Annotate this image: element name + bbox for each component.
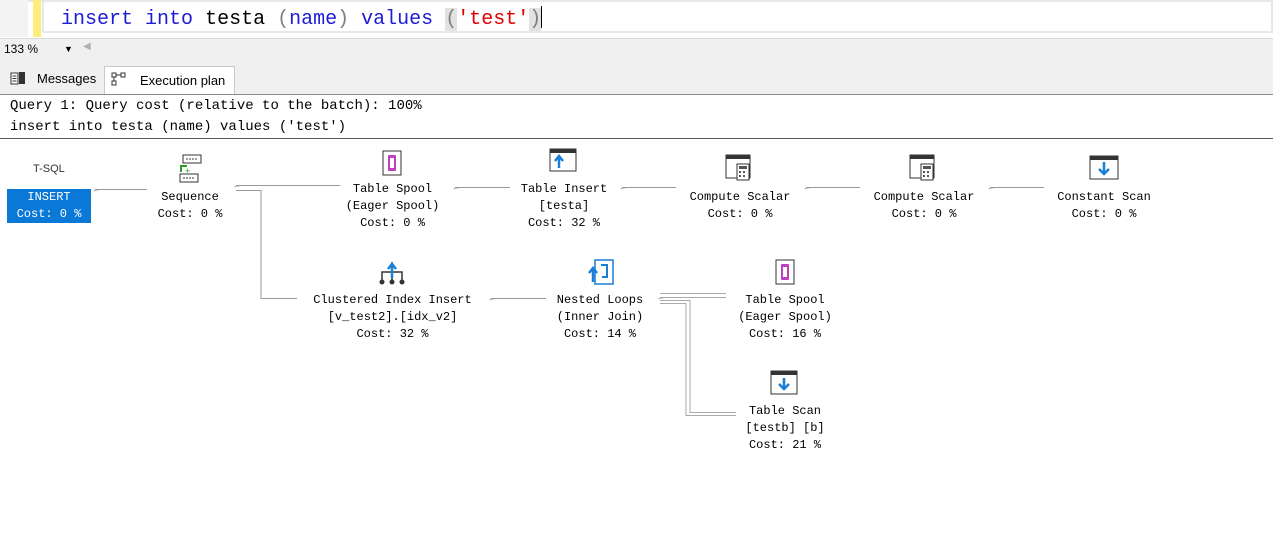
query-statement-line: insert into testa (name) values ('test') [10, 119, 347, 135]
node-cost: Cost: 14 % [563, 327, 636, 341]
nested-loops-icon [588, 259, 614, 285]
svg-text:←: ← [803, 183, 811, 192]
node-cost: Cost: 0 % [707, 207, 773, 221]
close-paren: ) [337, 8, 350, 31]
node-sublabel: (Inner Join) [556, 310, 644, 324]
node-cost: Cost: 16 % [748, 327, 821, 341]
open-paren: ( [277, 8, 290, 31]
column-name: name [289, 8, 338, 31]
plan-node-clustered-index-insert[interactable]: Clustered Index Insert [v_test2].[idx_v2… [290, 292, 495, 343]
node-cost: Cost: 0 % [157, 207, 223, 221]
svg-text:←: ← [619, 183, 627, 192]
tab-execution-plan[interactable]: Execution plan [104, 66, 235, 94]
statement-type-label: T-SQL [33, 163, 65, 175]
execution-plan-icon [111, 72, 126, 86]
keyword-into: into [145, 8, 194, 31]
svg-text:+: + [185, 166, 190, 176]
table-spool-icon [775, 259, 795, 285]
tab-messages-label: Messages [37, 71, 97, 86]
plan-node-constant-scan[interactable]: Constant Scan Cost: 0 % [1040, 189, 1168, 223]
node-sublabel: [testb] [b] [745, 421, 825, 435]
table-name: testa [205, 8, 266, 31]
table-spool-icon [382, 150, 402, 176]
execution-plan-pane[interactable]: Query 1: Query cost (relative to the bat… [0, 94, 1273, 547]
node-cost: Cost: 32 % [356, 327, 429, 341]
plan-node-table-scan[interactable]: Table Scan [testb] [b] Cost: 21 % [725, 403, 845, 454]
node-sublabel: (Eager Spool) [345, 199, 440, 213]
query-header: Query 1: Query cost (relative to the bat… [0, 95, 1273, 139]
svg-text:←: ← [452, 183, 460, 192]
results-tabs: Messages Execution plan [0, 60, 1273, 94]
node-cost: Cost: 0 % [360, 216, 425, 230]
node-cost: Cost: 32 % [527, 216, 600, 230]
text-caret [541, 6, 543, 28]
root-title: INSERT [27, 190, 71, 204]
node-label: Table Scan [748, 404, 821, 418]
change-tracking-bar [33, 0, 41, 37]
root-cost: Cost: 0 % [16, 207, 82, 221]
node-label: Sequence [161, 190, 219, 204]
node-label: Nested Loops [556, 293, 644, 307]
keyword-insert: insert [61, 8, 134, 31]
plan-node-insert-root[interactable]: INSERT Cost: 0 % [7, 189, 91, 223]
svg-text:←: ← [657, 293, 665, 302]
svg-text:←: ← [488, 294, 496, 303]
zoom-dropdown[interactable]: 133 % ▼ [2, 40, 74, 58]
svg-text:←: ← [987, 183, 995, 192]
close-paren-highlight: ) [529, 8, 542, 31]
plan-node-table-spool[interactable]: Table Spool (Eager Spool) Cost: 0 % [320, 181, 465, 232]
plan-node-sequence[interactable]: Sequence Cost: 0 % [140, 189, 240, 223]
messages-icon [10, 72, 25, 85]
sql-code-line[interactable]: insert into testa (name) values ('test') [61, 6, 543, 32]
sequence-icon: + [179, 154, 202, 183]
current-line-highlight [42, 0, 1273, 33]
node-label: Compute Scalar [873, 190, 975, 204]
scroll-left-icon[interactable]: ◀ [83, 41, 91, 52]
compute-scalar-icon [725, 154, 751, 181]
table-scan-icon [770, 370, 798, 395]
zoom-value: 133 % [4, 42, 39, 56]
plan-node-table-insert[interactable]: Table Insert [testa] Cost: 32 % [499, 181, 629, 232]
node-cost: Cost: 21 % [748, 438, 821, 452]
node-label: Table Spool [745, 293, 825, 307]
node-sublabel: [testa] [538, 199, 590, 213]
clustered-index-insert-icon [379, 261, 405, 285]
svg-text:←: ← [233, 181, 241, 190]
constant-scan-icon [1089, 155, 1119, 180]
tab-execution-plan-label: Execution plan [140, 73, 226, 88]
compute-scalar-icon [909, 154, 935, 181]
plan-node-nested-loops[interactable]: Nested Loops (Inner Join) Cost: 14 % [540, 292, 660, 343]
node-label: Constant Scan [1057, 190, 1151, 204]
node-sublabel: [v_test2].[idx_v2] [327, 310, 458, 324]
editor-gutter [0, 0, 28, 37]
node-sublabel: (Eager Spool) [738, 310, 832, 324]
svg-text:←: ← [92, 185, 100, 194]
chevron-down-icon[interactable]: ▼ [64, 44, 73, 54]
node-label: Table Insert [520, 182, 608, 196]
plan-node-compute-scalar-2[interactable]: Compute Scalar Cost: 0 % [854, 189, 994, 223]
node-cost: Cost: 0 % [891, 207, 957, 221]
open-paren-highlight: ( [445, 8, 458, 31]
tab-messages[interactable]: Messages [4, 66, 104, 91]
keyword-values: values [361, 8, 434, 31]
node-label: Clustered Index Insert [313, 293, 472, 307]
string-literal: 'test' [457, 8, 530, 31]
sql-editor[interactable]: insert into testa (name) values ('test') [0, 0, 1273, 37]
node-label: Compute Scalar [689, 190, 791, 204]
table-insert-icon [549, 148, 577, 172]
node-cost: Cost: 0 % [1071, 207, 1137, 221]
node-label: Table Spool [352, 182, 433, 196]
plan-node-table-spool-2[interactable]: Table Spool (Eager Spool) Cost: 16 % [720, 292, 850, 343]
query-cost-line: Query 1: Query cost (relative to the bat… [10, 98, 422, 114]
plan-node-compute-scalar[interactable]: Compute Scalar Cost: 0 % [670, 189, 810, 223]
